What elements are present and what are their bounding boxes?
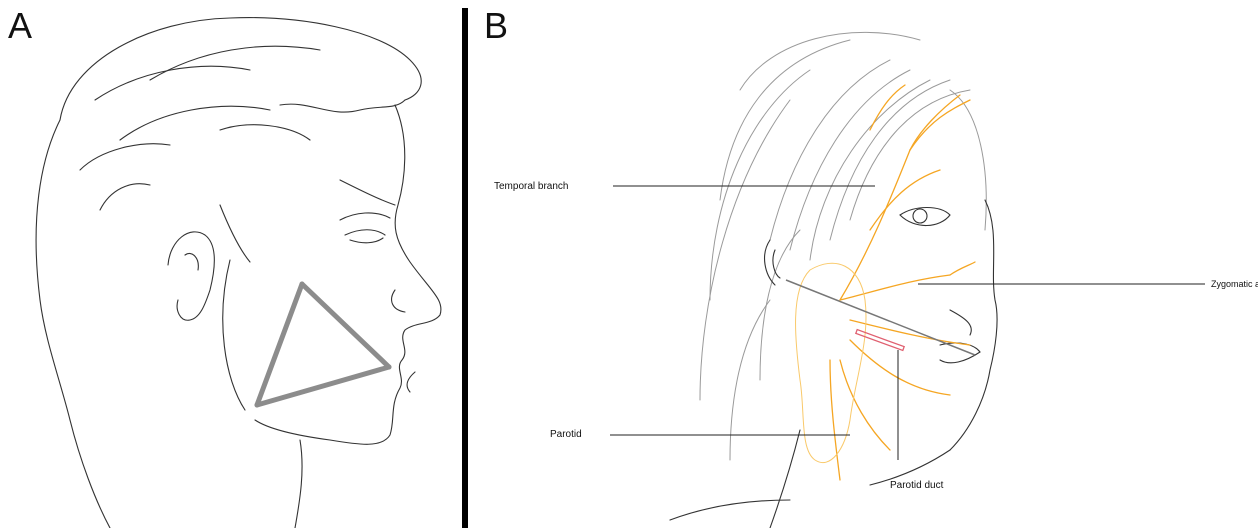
female-face-sketch (470, 0, 1258, 528)
hair-strands (700, 32, 986, 460)
zygomatic-arch-line (786, 280, 975, 355)
eye (900, 208, 950, 226)
parotid-gland (796, 263, 866, 462)
panel-b: B (470, 0, 1258, 528)
facial-nerve-branches (830, 85, 975, 480)
label-parotid-duct: Parotid duct (890, 480, 943, 491)
mouth (940, 343, 980, 363)
label-zygomatic-arch: Zygomatic arch (1211, 279, 1258, 289)
panel-a: A (0, 0, 462, 528)
label-parotid: Parotid (550, 429, 582, 440)
label-temporal-branch: Temporal branch (494, 181, 568, 192)
back-of-head (36, 120, 70, 420)
panel-divider (462, 8, 468, 528)
male-profile-sketch (0, 0, 462, 528)
leader-lines (610, 186, 1205, 460)
ear (168, 232, 214, 320)
triangle-marking (257, 284, 389, 405)
face-profile (255, 105, 441, 444)
face-outline (670, 200, 997, 528)
